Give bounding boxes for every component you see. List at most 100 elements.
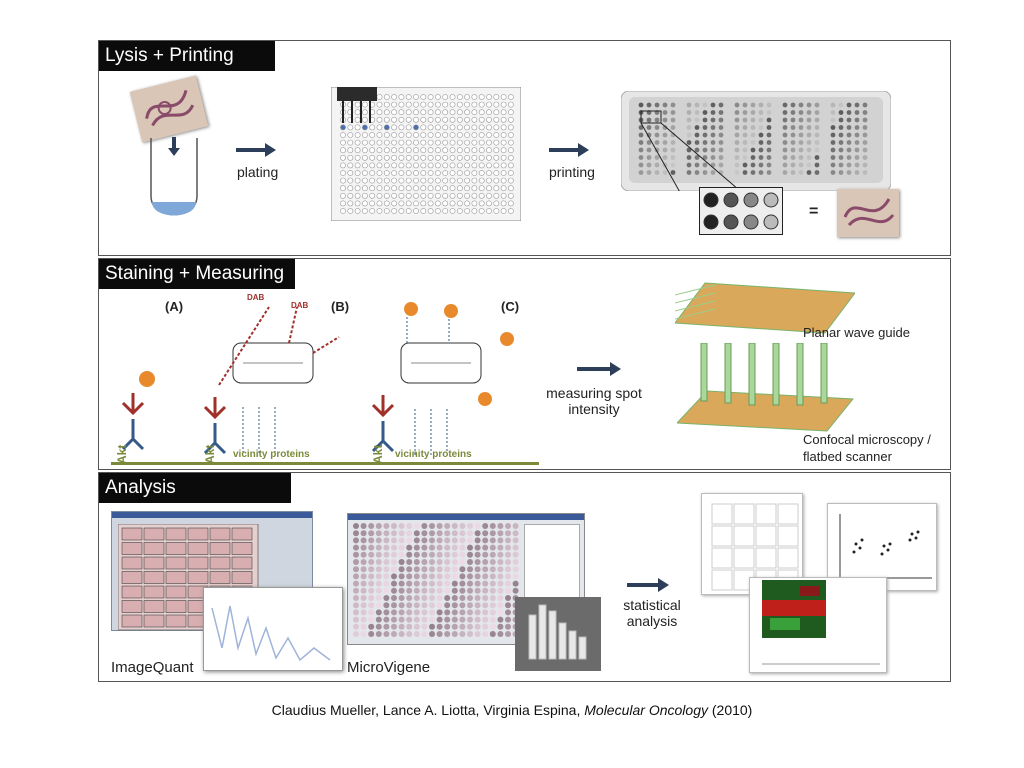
mv-spot (406, 530, 413, 537)
mv-spot (368, 537, 375, 544)
well (486, 208, 492, 214)
well (507, 192, 514, 199)
mv-spot (368, 523, 375, 529)
mv-spot (459, 530, 466, 537)
well (383, 116, 390, 123)
slide-spot (702, 162, 708, 168)
mv-spot (360, 537, 367, 544)
well (369, 132, 376, 138)
mv-spot (467, 559, 473, 565)
mv-spot (474, 609, 481, 616)
slide-spot (686, 162, 692, 168)
mv-spot (375, 530, 382, 537)
mv-spot (383, 566, 390, 573)
lysis-tube-icon (150, 138, 198, 216)
mv-spot (444, 602, 451, 609)
well (427, 109, 434, 116)
well (478, 200, 485, 207)
well (449, 94, 456, 100)
mv-spot (368, 587, 375, 594)
well (464, 132, 470, 138)
well (471, 101, 478, 108)
iq-cell (231, 527, 253, 541)
slide-spot (838, 110, 844, 115)
mv-spot (512, 566, 519, 573)
mv-spot (360, 609, 367, 616)
mv-spot (436, 544, 443, 551)
mv-spot (398, 631, 405, 637)
mv-spot (451, 609, 458, 616)
imagequant-titlebar (112, 512, 312, 518)
slide-spot (798, 162, 804, 168)
well (383, 170, 390, 176)
mv-spot (467, 551, 473, 558)
staining-measuring-panel: Staining + Measuring (A) (B) (C) Akt DAB… (98, 258, 951, 470)
well (427, 94, 434, 100)
mv-spot (391, 580, 397, 587)
well (398, 147, 405, 154)
well (464, 208, 470, 214)
slide-spot (686, 132, 692, 138)
well (347, 200, 354, 207)
well (347, 162, 354, 169)
slide-spot (798, 110, 804, 115)
slide-spot (702, 147, 708, 153)
mv-spot (451, 602, 458, 609)
well (464, 124, 470, 131)
heatmap-image (749, 577, 887, 673)
mv-spot (353, 631, 359, 637)
slide-spot (638, 162, 644, 168)
mv-spot (406, 523, 413, 529)
equals-sign: = (809, 203, 819, 220)
panel-title-lysis: Lysis + Printing (99, 41, 275, 71)
mv-spot (482, 623, 489, 630)
well (413, 192, 419, 199)
well (405, 154, 412, 161)
analysis-panel: Analysis ImageQuant MicroVigene (98, 472, 951, 682)
mv-spot (383, 609, 390, 616)
mv-spot (489, 537, 496, 544)
well (471, 124, 478, 131)
slide-spot (758, 110, 764, 115)
slide-spot (742, 170, 748, 175)
mv-spot (459, 559, 466, 565)
well (391, 170, 397, 176)
mv-spot (368, 580, 375, 587)
well (435, 154, 441, 161)
well (471, 170, 478, 176)
well (442, 177, 449, 184)
slide-spot (694, 117, 700, 123)
well (362, 208, 368, 214)
iq-cell (121, 600, 143, 613)
mv-spot (421, 623, 428, 630)
well (478, 139, 485, 146)
slide-spot (830, 132, 836, 138)
mv-spot (489, 559, 496, 565)
slide-spot (806, 102, 812, 108)
well (369, 162, 376, 169)
slide-spot (710, 125, 716, 130)
mv-spot (383, 544, 390, 551)
mv-spot (406, 566, 413, 573)
mv-spot (505, 631, 511, 637)
slide-spot (742, 102, 748, 108)
mv-spot (474, 623, 481, 630)
mv-spot (497, 623, 504, 630)
well (398, 154, 405, 161)
well (383, 94, 390, 100)
mv-spot (375, 559, 382, 565)
mv-spot (489, 587, 496, 594)
mv-spot (391, 559, 397, 565)
slide-spot (662, 132, 668, 138)
well (486, 124, 492, 131)
slide-spot (862, 140, 868, 145)
slide-spot (718, 132, 724, 138)
mv-spot (368, 616, 375, 623)
mv-spot (383, 551, 390, 558)
mv-spot (436, 609, 443, 616)
tissue-pattern-icon (145, 89, 195, 127)
well (507, 132, 514, 138)
slide-spot (846, 140, 852, 145)
well (354, 192, 361, 199)
mv-spot (383, 587, 390, 594)
